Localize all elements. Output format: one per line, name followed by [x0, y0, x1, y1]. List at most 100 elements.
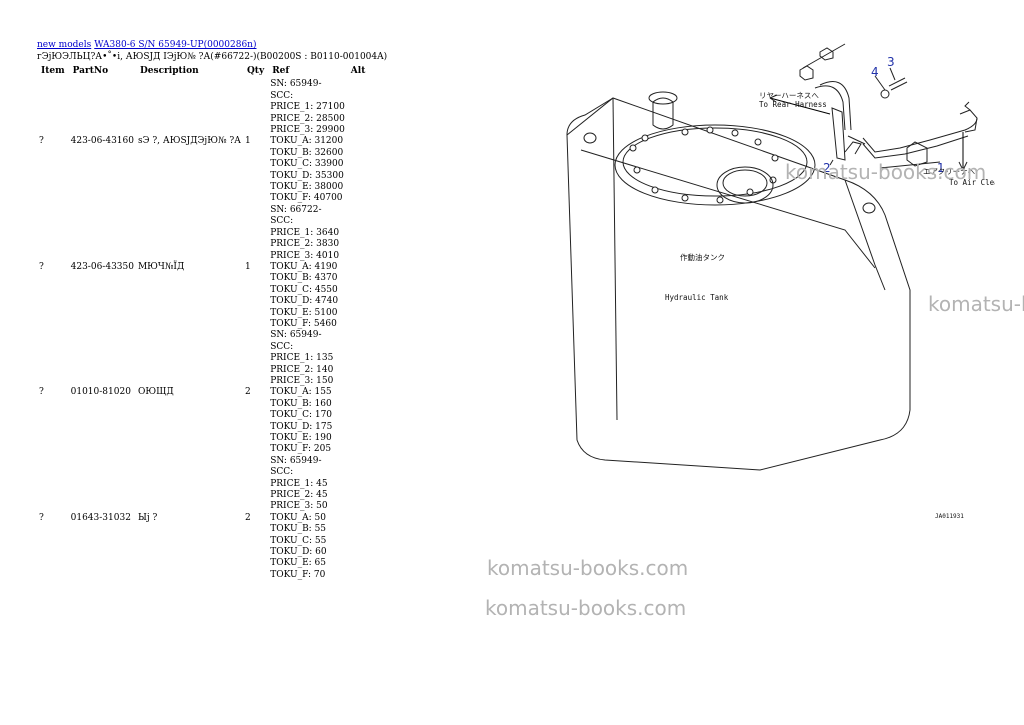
ref-line: PRICE_2: 45	[270, 490, 328, 501]
ref-line: PRICE_3: 150	[270, 375, 334, 386]
ref-line: TOKU_E: 65	[270, 558, 326, 569]
callout-3: 3	[887, 55, 895, 69]
ref-line: PRICE_2: 28500	[270, 113, 345, 124]
ref-line: TOKU_F: 40700	[270, 193, 343, 204]
watermark: komatsu-books.com	[487, 556, 689, 580]
table-row: ? 01643-31032 Ыj ? 2 SN: 65949-SCC:PRICE_1: …	[37, 456, 369, 581]
col-ref: Ref	[272, 66, 290, 76]
ref-line: SCC:	[270, 341, 294, 352]
ref-line: TOKU_A: 31200	[270, 136, 344, 147]
table-cell-partno: 423-06-43350	[70, 261, 134, 272]
ref-line: TOKU_C: 55	[270, 535, 327, 546]
watermark: komatsu-books.com	[785, 160, 987, 184]
ref-line: SN: 66722-	[270, 204, 322, 215]
table-cell-qty: 1	[244, 261, 251, 272]
table-cell-description: Ыj ?	[137, 512, 158, 523]
table-cell-description: ОЮЩД	[137, 387, 174, 398]
tank-outline	[566, 97, 911, 471]
ref-line: PRICE_3: 29900	[270, 125, 345, 136]
table-cell-description: МЮЧ№ЇД	[137, 261, 185, 272]
table-cell-qty: 2	[244, 387, 251, 398]
ref-line: TOKU_F: 205	[270, 444, 332, 455]
watermark: komatsu-books.com	[485, 596, 687, 620]
label-rear-harness-jp: リヤーハーネスへ	[759, 91, 819, 100]
ref-line: PRICE_1: 3640	[270, 227, 340, 238]
ref-line: TOKU_A: 155	[270, 387, 332, 398]
parts-table: Item PartNo Description Qty Ref Alt ? 423…	[37, 66, 369, 581]
ref-line: PRICE_2: 3830	[270, 239, 340, 250]
ref-line: SCC:	[270, 467, 294, 478]
col-description: Description	[139, 66, 199, 76]
ref-line: TOKU_D: 175	[270, 421, 333, 432]
ref-line: SN: 65949-	[270, 455, 322, 466]
breadcrumb-link-model[interactable]: WA380-6 S/N 65949-UP(0000286n)	[94, 40, 257, 50]
table-cell-partno: 01010-81020	[70, 387, 131, 398]
label-air-cleaner-en: To Air Cleaner	[949, 178, 995, 187]
ref-line: TOKU_D: 4740	[270, 296, 339, 307]
ref-line: PRICE_2: 140	[270, 364, 334, 375]
col-qty: Qty	[246, 66, 265, 76]
ref-line: TOKU_E: 5100	[270, 307, 338, 318]
ref-line: PRICE_3: 50	[270, 501, 328, 512]
ref-line: TOKU_C: 170	[270, 410, 333, 421]
table-cell-partno: 423-06-43160	[70, 136, 134, 147]
table-cell-qty: 2	[244, 512, 251, 523]
breadcrumb-link-new-models[interactable]: new models	[37, 40, 92, 50]
table-cell-description: sЭ ?, АЮЅЈДЭjЮ№ ?А	[137, 136, 241, 147]
watermark: komatsu-books.com	[928, 292, 1024, 316]
ref-line: TOKU_C: 4550	[270, 284, 338, 295]
ref-line: TOKU_F: 5460	[270, 318, 337, 329]
col-alt: Alt	[350, 66, 366, 76]
ref-line: TOKU_B: 55	[270, 524, 327, 535]
label-tank-en: Hydraulic Tank	[665, 293, 729, 302]
table-cell-alt	[347, 205, 370, 330]
label-tank-jp: 作動油タンク	[680, 252, 725, 262]
label-air-cleaner-jp: エアクリーナへ	[923, 167, 976, 176]
ref-line: TOKU_B: 4370	[270, 273, 338, 284]
ref-line: TOKU_E: 190	[270, 433, 332, 443]
ref-line: SCC:	[270, 216, 294, 227]
ref-line: TOKU_B: 160	[270, 398, 332, 409]
ref-line: TOKU_C: 33900	[270, 159, 344, 170]
ref-line: TOKU_B: 32600	[270, 147, 344, 158]
ref-line: TOKU_D: 35300	[270, 170, 344, 181]
table-cell-partno: 01643-31032	[70, 512, 131, 523]
table-cell-item: ?	[39, 512, 44, 523]
ref-line: SCC:	[270, 90, 294, 101]
callout-4: 4	[871, 65, 879, 79]
callout-2: 2	[823, 161, 831, 175]
ref-line: PRICE_1: 45	[270, 478, 328, 489]
ref-line: TOKU_A: 4190	[270, 261, 338, 272]
callout-1: 1	[937, 161, 945, 175]
table-cell-alt	[347, 456, 370, 581]
ref-line: TOKU_E: 38000	[270, 182, 344, 193]
table-cell-alt	[347, 79, 370, 204]
drawing-code: JA011931	[935, 513, 964, 520]
label-rear-harness-en: To Rear Harness	[759, 100, 827, 109]
table-row: ? 01010-81020 ОЮЩД 2 SN: 65949-SCC:PRICE_1: …	[37, 330, 369, 455]
ref-line: PRICE_1: 27100	[270, 102, 345, 113]
table-cell-item: ?	[39, 261, 44, 272]
ref-line: PRICE_1: 135	[270, 353, 334, 364]
ref-line: TOKU_F: 70	[270, 569, 326, 580]
ref-line: SN: 65949-	[270, 330, 322, 341]
table-header-row: Item PartNo Description Qty Ref Alt	[37, 66, 369, 79]
table-cell-item: ?	[39, 136, 44, 147]
ref-line: TOKU_D: 60	[270, 547, 327, 558]
table-cell-item: ?	[39, 387, 44, 398]
col-partno: PartNo	[72, 66, 109, 76]
page-subtitle: гЭjЮЭЛЬЦ?А•˚•i, АЮЅЈД IЭjЮ№ ?А(#66722-)(…	[37, 52, 388, 62]
ref-line: SN: 65949-	[270, 79, 322, 90]
ref-line: TOKU_A: 50	[270, 512, 326, 523]
col-item: Item	[41, 66, 65, 76]
table-cell-qty: 1	[244, 136, 251, 147]
table-cell-alt	[347, 330, 370, 455]
